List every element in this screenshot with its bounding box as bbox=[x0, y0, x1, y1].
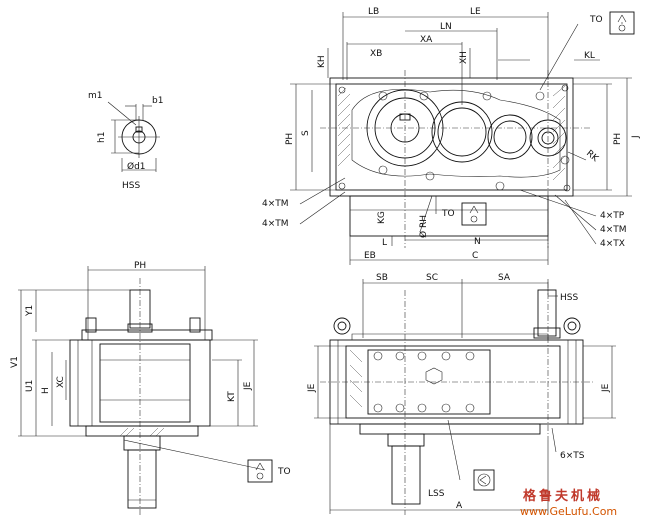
label-h1: h1 bbox=[97, 132, 107, 143]
label-b1: b1 bbox=[152, 96, 163, 106]
label-to-top: TO bbox=[589, 15, 603, 25]
label-kl: KL bbox=[584, 51, 595, 61]
label-m1: m1 bbox=[88, 91, 103, 101]
label-ph-front: PH bbox=[134, 261, 146, 271]
label-je-right: JE bbox=[601, 383, 611, 393]
plan-view bbox=[290, 12, 632, 265]
side-view bbox=[314, 279, 616, 515]
label-lb: LB bbox=[368, 7, 379, 17]
label-xb: XB bbox=[370, 49, 382, 59]
oil-fill-symbol-mid bbox=[461, 202, 487, 226]
label-ln: LN bbox=[440, 22, 452, 32]
label-to-bottom: TO bbox=[277, 467, 291, 477]
label-c: C bbox=[472, 251, 478, 261]
label-hss-top: HSS bbox=[122, 181, 140, 191]
watermark-url: www.GeLufu.Com bbox=[520, 505, 617, 518]
hss-shaft-end-view bbox=[107, 101, 160, 172]
oil-fill-symbol-top bbox=[609, 11, 635, 35]
label-n: N bbox=[474, 237, 481, 247]
label-d1: Ød1 bbox=[127, 161, 146, 172]
label-4tm-a: 4×TM bbox=[262, 199, 289, 209]
label-kt: KT bbox=[227, 391, 237, 402]
watermark-cn: 格鲁夫机械 bbox=[523, 488, 603, 504]
label-4tm-b: 4×TM bbox=[262, 219, 289, 229]
label-h: H bbox=[41, 387, 51, 394]
label-v1: V1 bbox=[10, 356, 20, 368]
rotation-symbol bbox=[473, 469, 495, 491]
label-je-left: JE bbox=[307, 383, 317, 393]
label-le: LE bbox=[470, 7, 481, 17]
label-j: J bbox=[631, 135, 641, 139]
label-xa: XA bbox=[420, 35, 433, 45]
label-a: A bbox=[456, 501, 463, 511]
label-kg: KG bbox=[377, 211, 387, 224]
label-y1: Y1 bbox=[25, 305, 35, 317]
label-4tm-c: 4×TM bbox=[600, 225, 627, 235]
label-kh: KH bbox=[317, 55, 327, 68]
label-rh: Ø RH bbox=[418, 215, 429, 238]
label-6ts: 6×TS bbox=[560, 451, 585, 461]
label-sb: SB bbox=[376, 273, 388, 283]
label-ph-right: PH bbox=[613, 133, 623, 145]
label-l: L bbox=[382, 238, 387, 248]
label-xh: XH bbox=[459, 51, 469, 64]
label-xc: XC bbox=[56, 376, 66, 388]
oil-fill-symbol-bottom bbox=[247, 459, 273, 483]
label-u1: U1 bbox=[25, 380, 35, 392]
label-4tx: 4×TX bbox=[600, 239, 625, 249]
label-je-front: JE bbox=[243, 381, 253, 391]
label-s: S bbox=[301, 130, 311, 136]
label-sa: SA bbox=[498, 273, 511, 283]
label-hss-side: HSS bbox=[560, 293, 578, 303]
label-eb: EB bbox=[364, 251, 376, 261]
label-sc: SC bbox=[426, 273, 438, 283]
label-ph-left: PH bbox=[285, 133, 295, 145]
label-to-mid: TO bbox=[441, 209, 455, 219]
label-rk: RK bbox=[584, 149, 601, 165]
label-lss: LSS bbox=[428, 489, 445, 499]
label-4tp: 4×TP bbox=[600, 211, 625, 221]
front-view bbox=[18, 266, 266, 515]
